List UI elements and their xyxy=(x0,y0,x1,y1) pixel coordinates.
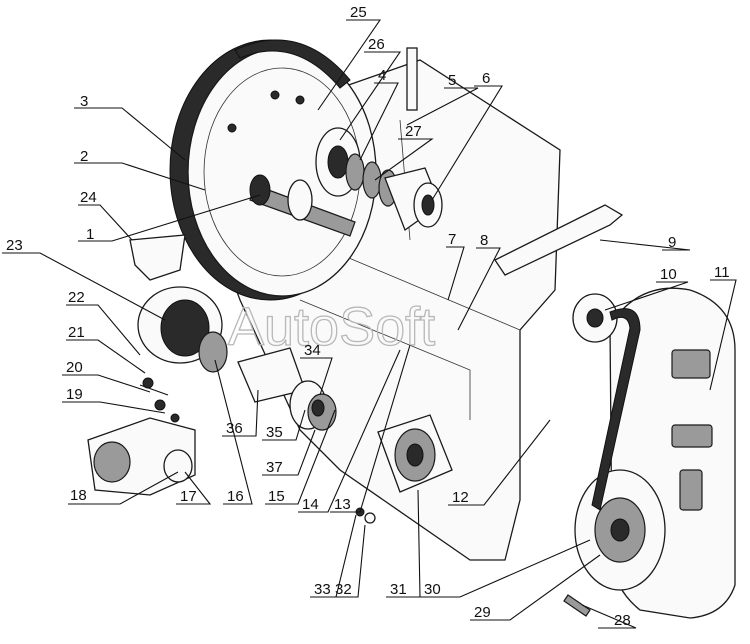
callout-24: 24 xyxy=(80,189,97,206)
callout-14: 14 xyxy=(302,496,319,513)
callout-3: 3 xyxy=(80,93,88,110)
callout-17: 17 xyxy=(180,488,197,505)
callout-5: 5 xyxy=(448,72,456,89)
callout-28: 28 xyxy=(614,612,631,629)
callout-21: 21 xyxy=(68,324,85,341)
bearing-stack xyxy=(315,127,443,232)
callout-19: 19 xyxy=(66,386,83,403)
gear-35 xyxy=(289,380,337,431)
callout-12: 12 xyxy=(452,489,469,506)
watermark-text: AutoSoft xyxy=(228,297,435,357)
callout-26: 26 xyxy=(368,36,385,53)
callout-35: 35 xyxy=(266,424,283,441)
shaft-1 xyxy=(249,174,356,237)
flange-23 xyxy=(137,286,228,373)
callout-1: 1 xyxy=(86,226,94,243)
callout-18: 18 xyxy=(70,487,87,504)
pump-18 xyxy=(87,417,196,496)
nuts-32-33 xyxy=(355,507,376,524)
callout-22: 22 xyxy=(68,289,85,306)
callout-16: 16 xyxy=(227,488,244,505)
bolt-group xyxy=(139,377,180,423)
guard-9 xyxy=(494,204,624,276)
callout-27: 27 xyxy=(405,123,422,140)
plate-5 xyxy=(406,47,418,111)
leader-lines xyxy=(2,19,737,629)
flywheel xyxy=(169,39,377,301)
callout-6: 6 xyxy=(482,70,490,87)
housing-31 xyxy=(377,414,453,493)
pulley-drive xyxy=(572,293,666,591)
callout-23: 23 xyxy=(6,237,23,254)
callout-11: 11 xyxy=(714,264,730,281)
callout-labels: 3 2 24 1 23 22 21 20 19 18 17 16 15 14 1… xyxy=(6,4,730,629)
bracket-24 xyxy=(129,234,186,281)
callout-34: 34 xyxy=(304,342,321,359)
callout-13: 13 xyxy=(334,496,351,513)
callout-15: 15 xyxy=(268,488,285,505)
callout-2: 2 xyxy=(80,148,88,165)
callout-7: 7 xyxy=(448,231,456,248)
parts-drawing xyxy=(87,39,736,619)
callout-32: 32 xyxy=(335,581,352,598)
callout-33: 33 xyxy=(314,581,331,598)
callout-30: 30 xyxy=(424,581,441,598)
callout-4: 4 xyxy=(378,67,386,84)
callout-29: 29 xyxy=(474,604,491,621)
callout-10: 10 xyxy=(660,266,677,283)
callout-25: 25 xyxy=(350,4,367,21)
callout-20: 20 xyxy=(66,359,83,376)
callout-9: 9 xyxy=(668,234,676,251)
bolt-28 xyxy=(563,594,591,617)
callout-36: 36 xyxy=(226,420,243,437)
callout-31: 31 xyxy=(390,581,407,598)
callout-37: 37 xyxy=(266,459,283,476)
callout-8: 8 xyxy=(480,232,488,249)
